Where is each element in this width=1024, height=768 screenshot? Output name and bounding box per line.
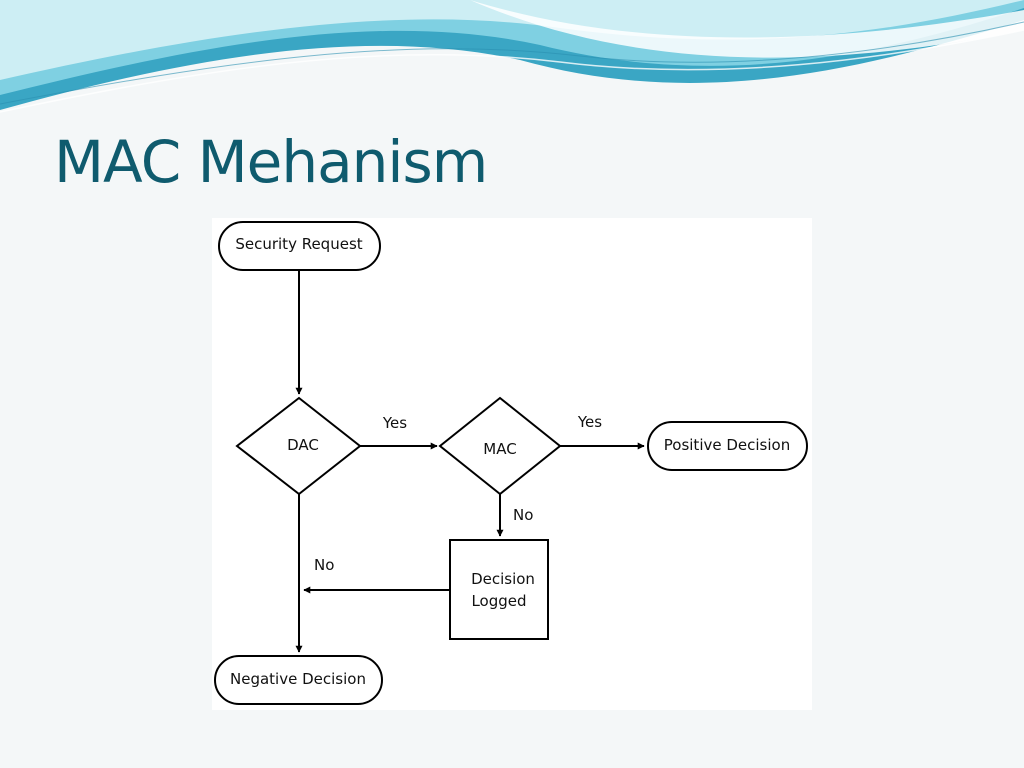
dac-no-label: No (314, 556, 334, 574)
flowchart: Security Request DAC Yes MAC Yes Positiv… (214, 221, 808, 705)
wave-highlight (470, 0, 1024, 58)
positive-decision-label: Positive Decision (664, 436, 790, 454)
wave-light-band (0, 0, 1024, 80)
mac-yes-label: Yes (577, 413, 602, 431)
dac-yes-label: Yes (382, 414, 407, 432)
dac-label: DAC (287, 436, 319, 454)
decision-logged-node (449, 539, 549, 640)
decision-logged-label-line1: Decision (471, 570, 535, 588)
mac-no-label: No (513, 506, 533, 524)
header-wave-decoration (0, 0, 1024, 113)
security-request-label: Security Request (235, 235, 362, 253)
decision-logged-label-line2: Logged (471, 592, 526, 610)
negative-decision-label: Negative Decision (230, 670, 366, 688)
wave-line-2 (0, 21, 1024, 105)
mac-label: MAC (483, 440, 516, 458)
negative-decision-node (214, 655, 383, 705)
slide-title: MAC Mehanism (54, 128, 488, 196)
positive-decision-node (647, 421, 808, 471)
flowchart-panel: Security Request DAC Yes MAC Yes Positiv… (212, 218, 812, 710)
wave-line-1 (0, 29, 1024, 113)
